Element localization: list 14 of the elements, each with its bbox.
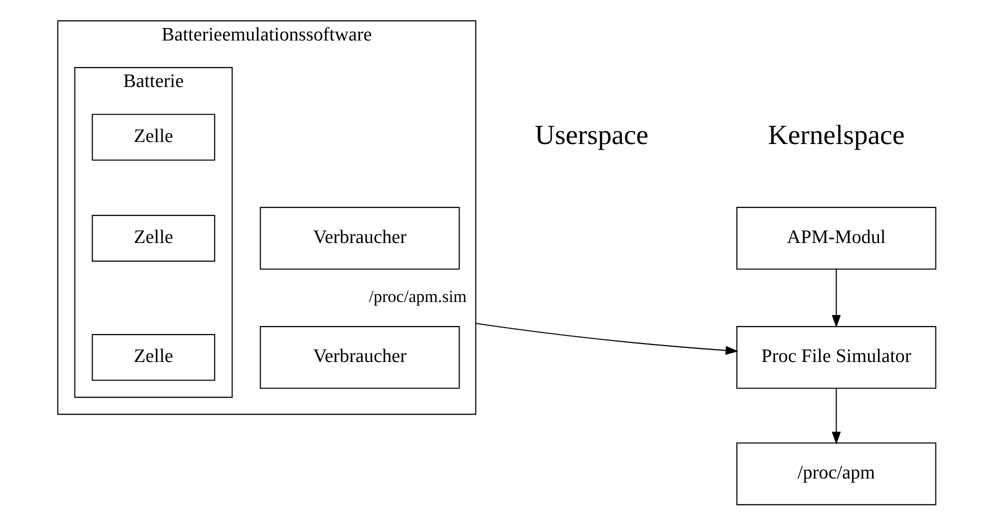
node-box: Verbraucher — [259, 326, 460, 389]
node-box: Proc File Simulator — [736, 326, 936, 389]
edge-label: /proc/apm.sim — [368, 286, 466, 306]
node-box: Zelle — [91, 114, 215, 161]
node-box: Verbraucher — [259, 206, 460, 270]
node-box: /proc/apm — [736, 442, 936, 506]
node-box: Zelle — [91, 334, 215, 381]
arrow — [475, 322, 738, 355]
label: Userspace — [534, 118, 648, 150]
arrow — [831, 388, 840, 445]
node-box: Zelle — [91, 214, 215, 262]
node-box: APM-Modul — [736, 206, 936, 270]
arrow — [831, 269, 840, 328]
label: Kernelspace — [768, 118, 904, 150]
